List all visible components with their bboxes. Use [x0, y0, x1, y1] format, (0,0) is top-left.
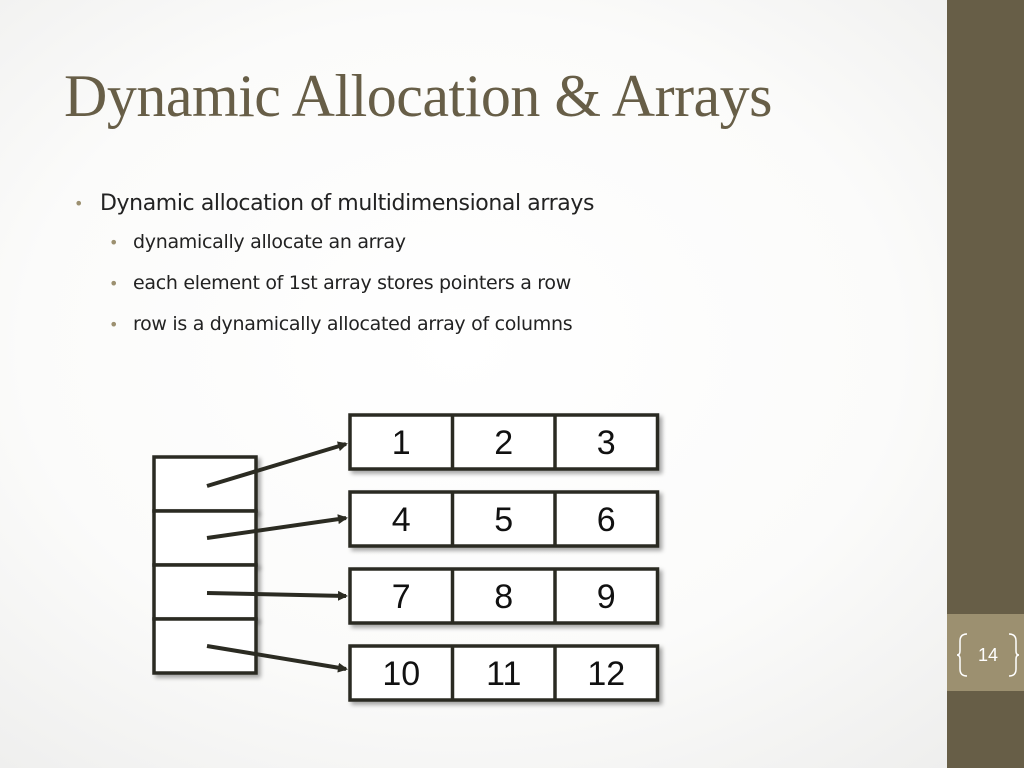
array-cell-value: 12 — [587, 655, 625, 693]
array-cell-value: 5 — [494, 501, 513, 539]
pointer-cell — [152, 563, 258, 621]
pointer-cell — [152, 455, 258, 513]
row-frame — [348, 413, 660, 471]
pointer-array — [152, 455, 258, 675]
pointer-cell — [152, 509, 258, 567]
bullet-dot-icon: • — [109, 274, 119, 293]
sub-bullet-item: • dynamically allocate an array — [72, 222, 932, 263]
array-cell-value: 8 — [494, 578, 513, 616]
array-cell-value: 9 — [597, 578, 616, 616]
pointer-arrow-icon — [206, 644, 348, 673]
row-frame — [348, 644, 660, 702]
array-cell-value: 2 — [494, 424, 513, 462]
slide-number-brackets — [957, 633, 1019, 677]
slide-title: Dynamic Allocation & Arrays — [64, 63, 773, 129]
pointer-arrow-icon — [206, 441, 348, 488]
array-cell-value: 10 — [382, 655, 420, 693]
bullet-list: • Dynamic allocation of multidimensional… — [72, 186, 932, 345]
array-cell-value: 6 — [597, 501, 616, 539]
array-cell-value: 7 — [392, 578, 411, 616]
array-cell-value: 1 — [392, 424, 411, 462]
array-cell-value: 4 — [392, 501, 411, 539]
pointer-arrows — [206, 441, 348, 673]
slide-number: 14 — [977, 645, 999, 665]
sub-bullet-text: row is a dynamically allocated array of … — [133, 313, 573, 335]
sub-bullet-text: each element of 1st array stores pointer… — [133, 272, 571, 294]
sub-bullet-item: • each element of 1st array stores point… — [72, 263, 932, 304]
sub-bullet-text: dynamically allocate an array — [133, 231, 406, 253]
bullet-item: • Dynamic allocation of multidimensional… — [72, 186, 932, 222]
bullet-text: Dynamic allocation of multidimensional a… — [100, 191, 595, 216]
row-array: 1 2 3 — [348, 413, 660, 471]
row-array: 7 8 9 — [348, 567, 660, 625]
row-array: 4 5 6 — [348, 490, 660, 548]
row-frame — [348, 490, 660, 548]
row-array: 10 11 12 — [348, 644, 660, 702]
bullet-dot-icon: • — [109, 315, 119, 334]
pointer-arrow-icon — [206, 590, 348, 601]
sub-bullet-item: • row is a dynamically allocated array o… — [72, 304, 932, 345]
row-frame — [348, 567, 660, 625]
pointer-arrow-icon — [206, 514, 348, 540]
bullet-dot-icon: • — [109, 233, 119, 252]
array-cell-value: 3 — [597, 424, 616, 462]
bullet-dot-icon: • — [74, 194, 84, 213]
pointer-cell — [152, 617, 258, 675]
array-cell-value: 11 — [486, 655, 521, 693]
